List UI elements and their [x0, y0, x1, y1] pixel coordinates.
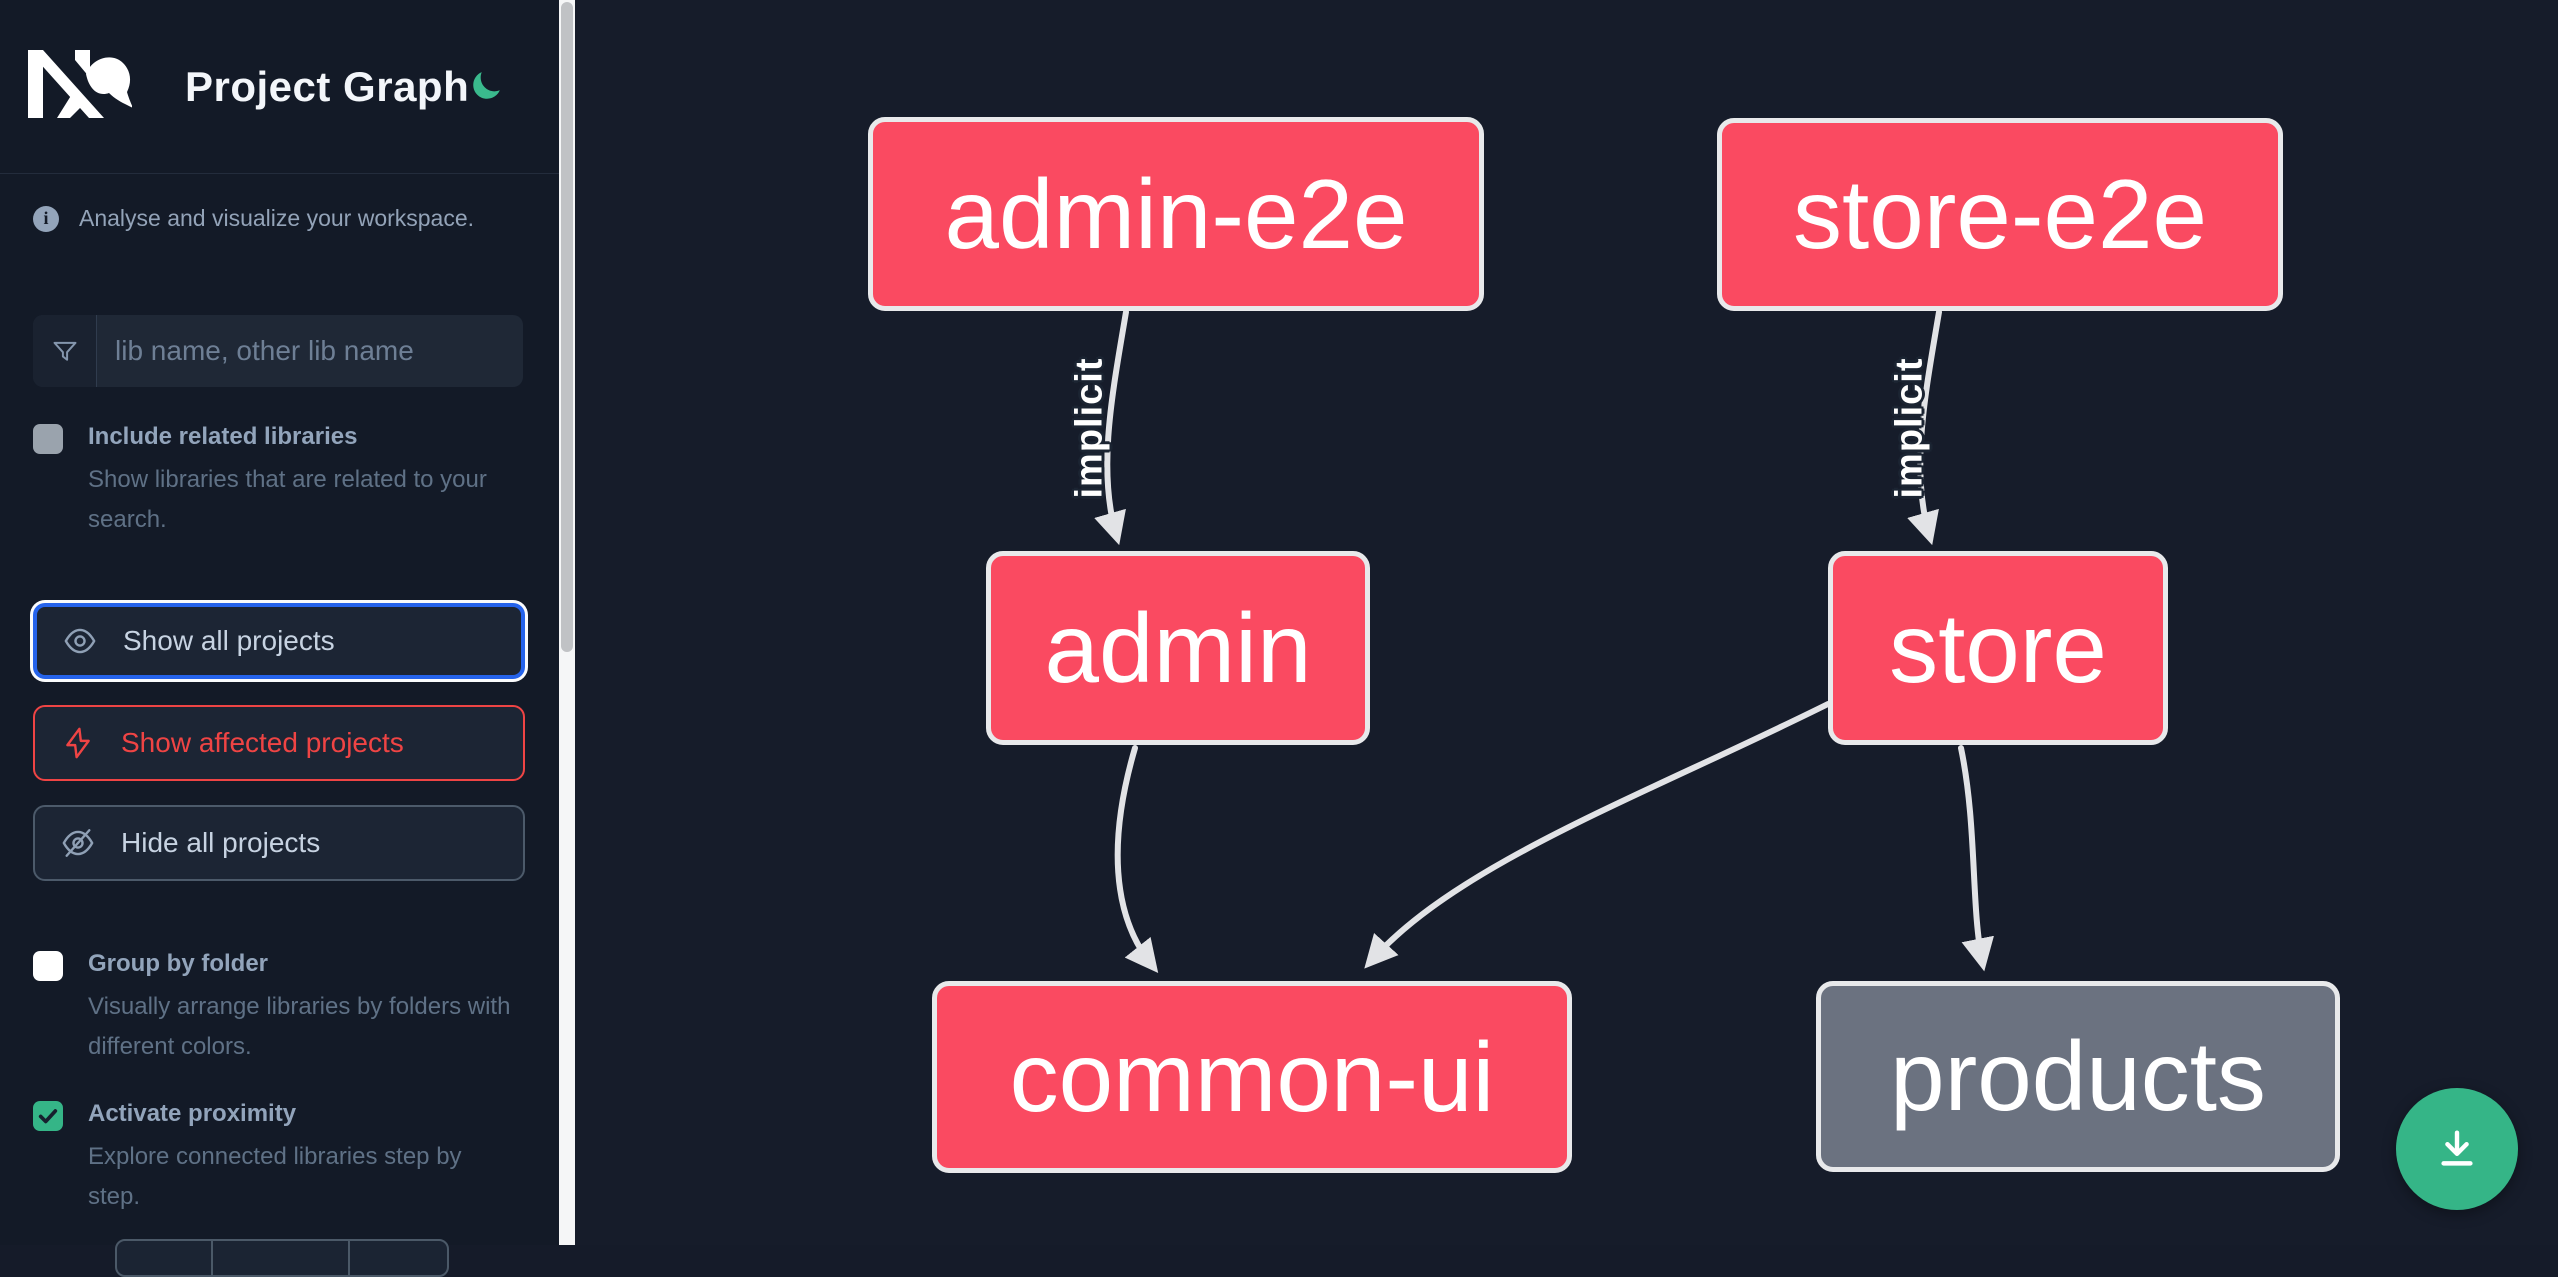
- eye-off-icon: [62, 829, 94, 857]
- show-all-projects-button[interactable]: Show all projects: [33, 603, 525, 679]
- edge-store-to-common-ui[interactable]: [1364, 701, 1831, 969]
- sidebar-scrollbar-thumb[interactable]: [561, 2, 573, 652]
- group-by-folder-checkbox[interactable]: [33, 951, 63, 981]
- toggle-activate-proximity: Activate proximity Explore connected lib…: [33, 1100, 512, 1217]
- eye-icon: [64, 628, 96, 654]
- sidebar: Project Graph i Analyse and visualize yo…: [0, 0, 559, 1277]
- workspace-info: i Analyse and visualize your workspace.: [33, 205, 474, 232]
- edge-store-to-products[interactable]: [1958, 745, 1994, 972]
- group-by-folder-description: Visually arrange libraries by folders wi…: [88, 993, 511, 1060]
- nx-logo-icon: [28, 50, 132, 118]
- hide-all-projects-button[interactable]: Hide all projects: [33, 805, 525, 881]
- edge-store-e2e-to-store[interactable]: [1907, 309, 1942, 546]
- moon-icon: [473, 72, 500, 99]
- node-common-ui[interactable]: common-ui: [932, 981, 1572, 1173]
- toggle-include-related: Include related libraries Show libraries…: [33, 423, 512, 540]
- download-icon: [2441, 1130, 2473, 1166]
- include-related-description: Show libraries that are related to your …: [88, 466, 487, 533]
- bolt-icon: [66, 727, 90, 759]
- node-store[interactable]: store: [1828, 551, 2168, 745]
- show-all-projects-label: Show all projects: [123, 625, 335, 656]
- project-graph-canvas[interactable]: implicit implicit admin-e2e store-e2e ad…: [575, 0, 2558, 1245]
- hide-all-projects-label: Hide all projects: [121, 827, 321, 858]
- sidebar-scrollbar[interactable]: [559, 0, 575, 1245]
- tagline: Analyse and visualize your workspace.: [79, 205, 475, 231]
- edge-admin-to-common-ui[interactable]: [1114, 745, 1159, 974]
- proximity-decrement-button[interactable]: [117, 1241, 211, 1275]
- edge-label-implicit-store: implicit: [1888, 357, 1931, 499]
- activate-proximity-checkbox[interactable]: [33, 1101, 63, 1131]
- info-icon: i: [33, 205, 59, 232]
- include-related-checkbox[interactable]: [33, 424, 63, 454]
- show-affected-projects-button[interactable]: Show affected projects: [33, 705, 525, 781]
- node-store-e2e[interactable]: store-e2e: [1717, 118, 2283, 311]
- node-admin[interactable]: admin: [986, 551, 1370, 745]
- filter-input[interactable]: [97, 315, 523, 387]
- activate-proximity-label[interactable]: Activate proximity: [88, 1100, 297, 1127]
- theme-toggle-button[interactable]: [466, 66, 506, 106]
- filter-box: [33, 315, 523, 387]
- funnel-icon: [33, 315, 97, 387]
- toggle-group-by-folder: Group by folder Visually arrange librari…: [33, 950, 512, 1067]
- node-admin-e2e[interactable]: admin-e2e: [868, 117, 1484, 311]
- edge-label-implicit-admin: implicit: [1068, 357, 1111, 499]
- proximity-increment-button[interactable]: [348, 1241, 447, 1275]
- graph-edges: [1094, 309, 1994, 974]
- sidebar-header: Project Graph: [0, 0, 559, 174]
- page-title: Project Graph: [185, 63, 470, 110]
- node-products[interactable]: products: [1816, 981, 2340, 1172]
- group-by-folder-label[interactable]: Group by folder: [88, 950, 268, 977]
- include-related-label[interactable]: Include related libraries: [88, 423, 358, 450]
- activate-proximity-description: Explore connected libraries step by step…: [88, 1143, 462, 1210]
- proximity-depth-value: [211, 1241, 348, 1275]
- edge-admin-e2e-to-admin[interactable]: [1094, 309, 1129, 546]
- download-image-button[interactable]: [2396, 1088, 2518, 1210]
- show-affected-projects-label: Show affected projects: [121, 727, 404, 758]
- check-icon: [38, 1109, 58, 1124]
